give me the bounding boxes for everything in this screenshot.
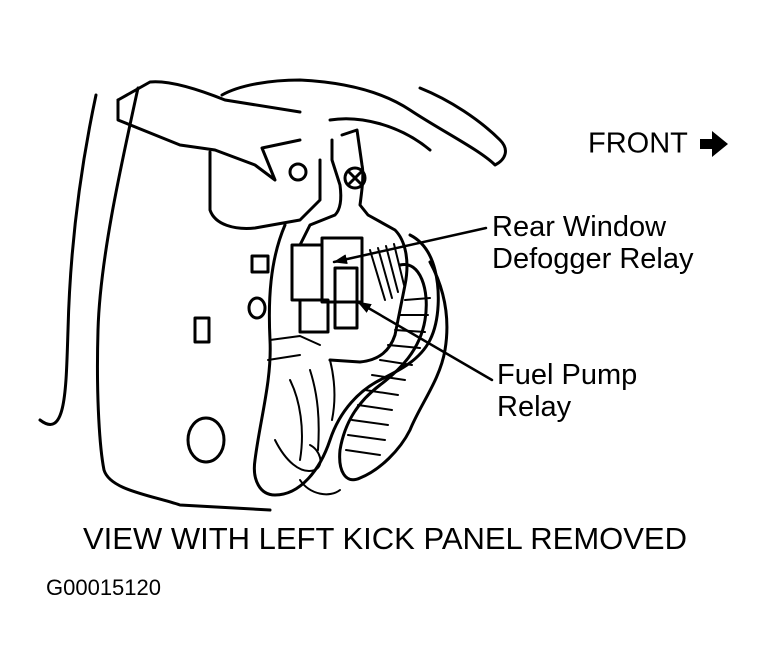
leader-fuel-pump: [356, 300, 494, 382]
dash-upper-left: [116, 80, 302, 114]
door-pillar-outline: [38, 93, 98, 426]
rear-window-defogger-relay-label: Rear Window Defogger Relay: [492, 211, 694, 276]
fuel-label-line2: Relay: [497, 390, 572, 423]
front-text: FRONT: [588, 127, 688, 160]
panel-hole-round-small: [247, 296, 267, 320]
relay-socket-left: [290, 243, 324, 302]
panel-hole-large: [186, 416, 226, 464]
panel-hole-square: [250, 254, 270, 274]
harness-branch: [267, 335, 321, 361]
panel-hole-slot: [193, 316, 211, 344]
relay-hatching: [369, 243, 405, 301]
dash-bracket: [208, 150, 322, 230]
fuel-pump-relay-label: Fuel Pump Relay: [497, 359, 638, 424]
relay-socket-lower: [298, 298, 330, 334]
fuel-label-line1: Fuel Pump: [497, 359, 638, 391]
dash-sweep: [220, 78, 507, 167]
relay-bracket-inner: [298, 138, 343, 247]
dash-sweep-lower: [328, 117, 432, 152]
panel-hole-round: [288, 162, 308, 182]
wiring-harness-outer: [252, 223, 440, 497]
figure-caption: VIEW WITH LEFT KICK PANEL REMOVED: [82, 521, 687, 556]
front-orientation-label: FRONT: [588, 127, 728, 160]
leader-rear-defogger: [332, 226, 488, 265]
door-pillar-inner: [95, 86, 272, 512]
dash-lower-edge: [116, 98, 302, 182]
rear-label-line1: Rear Window: [492, 211, 667, 243]
wiring-harness-inner: [289, 359, 336, 461]
harness-lower-loop: [274, 439, 341, 496]
mounting-bolt: [343, 166, 367, 190]
right-arrow-icon: [699, 131, 728, 158]
fuel-pump-relay: [333, 266, 359, 330]
rear-label-line2: Defogger Relay: [492, 242, 694, 275]
figure-id: G00015120: [46, 575, 161, 600]
